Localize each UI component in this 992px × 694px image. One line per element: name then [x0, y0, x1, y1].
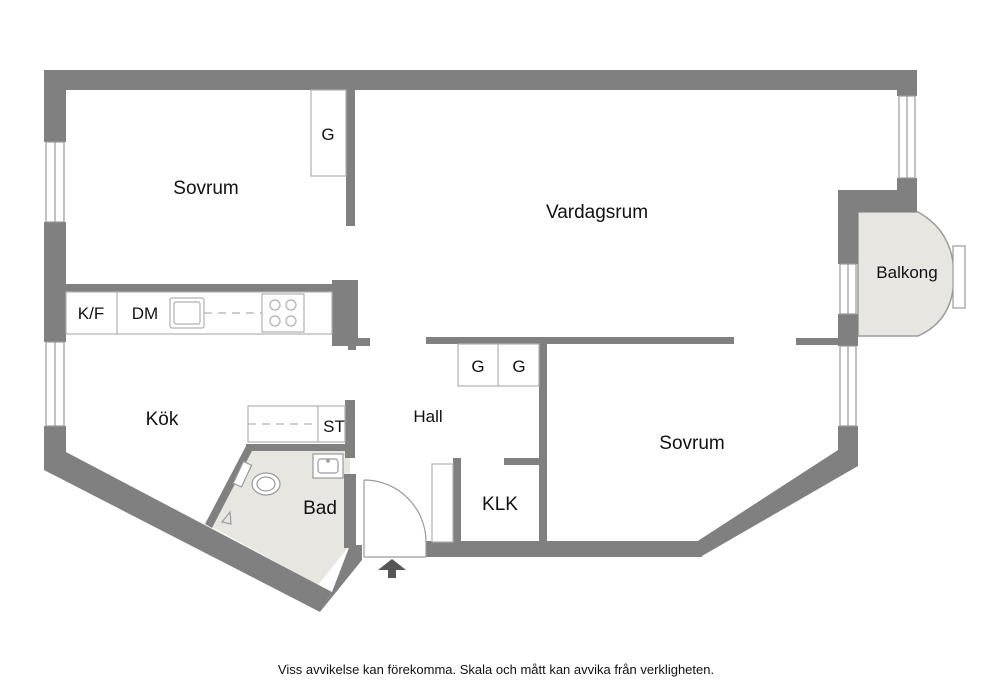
room-label-bad: Bad — [303, 498, 337, 519]
room-label-balkong: Balkong — [876, 263, 937, 282]
disclaimer-text: Viss avvikelse kan förekomma. Skala och … — [277, 662, 715, 677]
bath-fixtures — [220, 453, 344, 525]
floor-plan: Sovrum Vardagsrum Balkong Kök Hall Bad S… — [44, 70, 966, 612]
windows — [45, 95, 966, 427]
room-label-hall: Hall — [413, 407, 442, 426]
fixture-label-g-hall-2: G — [512, 357, 525, 376]
fixture-label-g-hall-1: G — [471, 357, 484, 376]
kitchen-counter — [65, 291, 333, 335]
wardrobes-hall — [457, 343, 540, 387]
fixture-label-g-bedroom: G — [321, 125, 334, 144]
room-label-kok: Kök — [146, 409, 179, 430]
storage-st — [247, 405, 346, 443]
hall-shelf — [431, 463, 454, 543]
room-label-sovrum-1: Sovrum — [173, 178, 238, 199]
fixture-label-st: ST — [323, 417, 345, 436]
fixture-label-kf: K/F — [78, 304, 104, 323]
entrance-door — [363, 479, 427, 558]
bath-floor — [212, 450, 350, 585]
fixture-label-dm: DM — [132, 304, 158, 323]
wardrobe-bedroom — [310, 89, 347, 177]
room-label-sovrum-2: Sovrum — [659, 433, 724, 454]
outer-walls — [44, 70, 917, 612]
entrance-arrow-icon — [378, 559, 406, 578]
interior-walls — [66, 90, 858, 548]
room-label-vardagsrum: Vardagsrum — [546, 202, 648, 223]
room-label-klk: KLK — [482, 494, 518, 515]
